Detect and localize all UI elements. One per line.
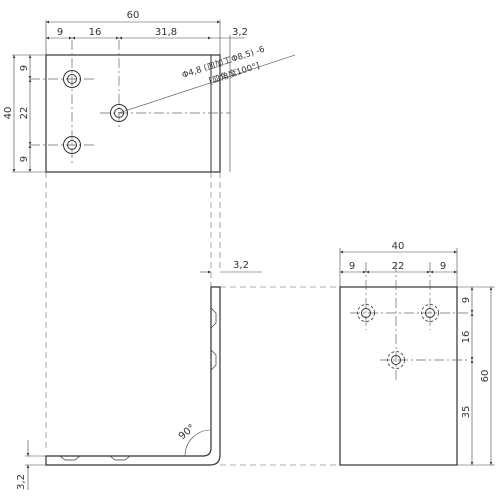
end-top-dimensions: 40 9 22 9 [339,241,458,287]
dim-vseg-1: 9 [19,65,30,71]
countersink-vertical [210,307,217,371]
dim-seg-4: 3,2 [232,27,248,38]
dim-end-vseg-3: 35 [461,406,472,419]
thickness-top: 3,2 [200,260,262,274]
end-hole-2 [421,304,439,322]
dim-vseg-3: 9 [19,156,30,162]
hole-2 [110,104,128,122]
dim-thickness-bottom: 3,2 [16,474,27,490]
left-dimensions: 40 9 22 9 [3,54,46,173]
angle-arc [184,429,212,457]
end-hole-3 [387,351,405,369]
dim-thickness-top: 3,2 [233,260,249,271]
dim-seg-1: 9 [57,27,63,38]
end-hole-1 [357,304,375,322]
hole-callout: Φ4,8 (皿加工Φ8,5) -6 [皿角度100°] [118,44,296,114]
dim-overall-width: 60 [127,10,140,21]
angle-label: 90° [177,422,198,442]
dim-end-vseg-2: 16 [461,331,472,344]
side-view: 90° 3,2 3,2 [16,260,262,490]
end-view-outline [339,286,458,466]
dim-end-seg-3: 9 [440,261,446,272]
dim-end-height: 60 [480,370,491,383]
hole-1 [63,70,81,88]
l-bracket-outline [45,286,221,466]
dim-end-seg-2: 22 [392,261,405,272]
dim-end-seg-1: 9 [349,261,355,272]
hole-3 [63,136,81,154]
end-view: 40 9 22 9 60 9 16 35 [339,241,495,466]
top-view: 60 9 16 31,8 3,2 40 9 22 9 Φ4,8 (皿加 [3,10,296,173]
top-view-outline [45,54,221,173]
dim-height: 40 [3,107,14,120]
dim-end-vseg-1: 9 [461,297,472,303]
top-dimensions: 60 9 16 31,8 3,2 [45,10,248,172]
thickness-bottom: 3,2 [16,440,46,490]
countersink-horizontal [59,455,131,461]
dim-vseg-2: 22 [19,107,30,120]
dim-end-width: 40 [392,241,405,252]
dim-seg-2: 16 [89,27,102,38]
dim-seg-3: 31,8 [155,27,177,38]
projection-lines [45,172,340,466]
end-right-dimensions: 60 9 16 35 [457,286,495,466]
